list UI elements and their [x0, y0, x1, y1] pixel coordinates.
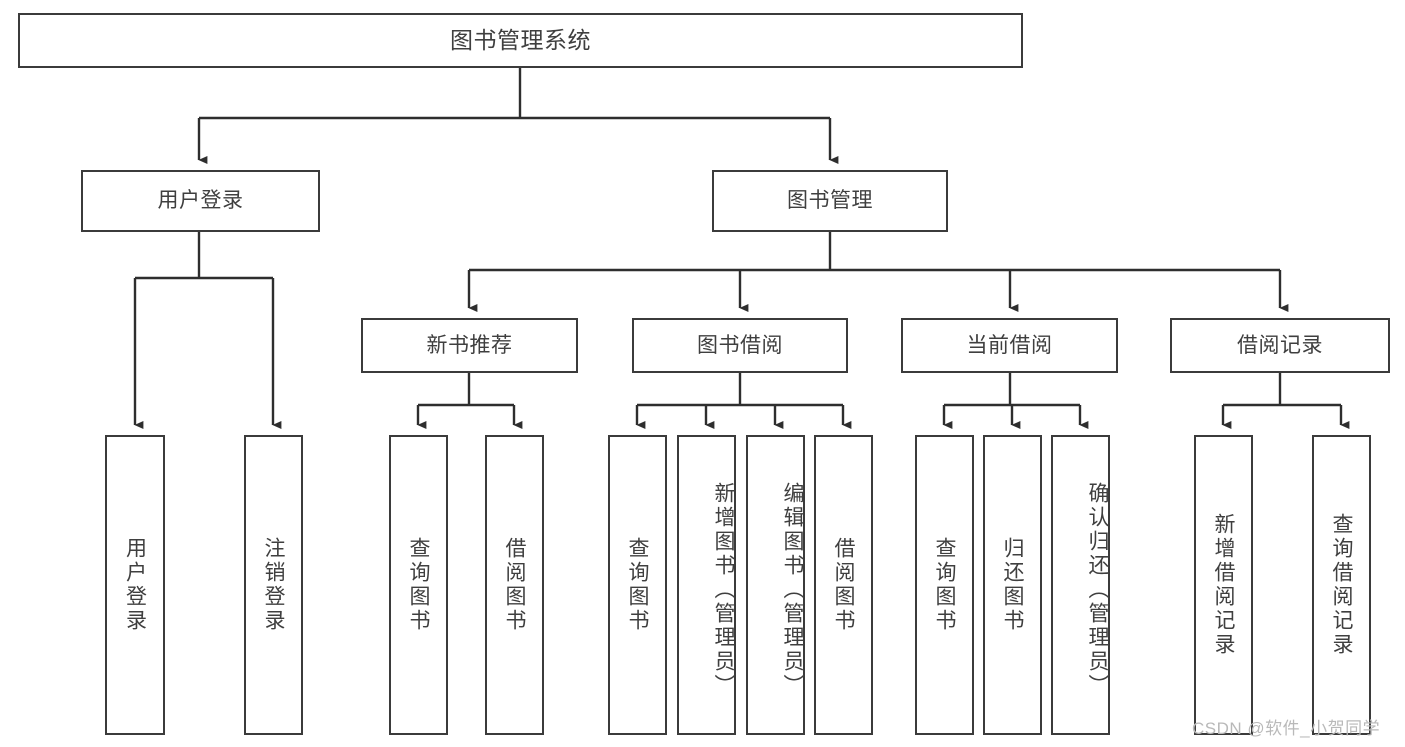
- node-new-book-recommend[interactable]: 新书推荐: [361, 318, 578, 373]
- leaf-user-login-signout[interactable]: 注销登录: [244, 435, 303, 735]
- leaf-book-borrow-query[interactable]: 查询图书: [608, 435, 667, 735]
- leaf-new-book-query[interactable]: 查询图书: [389, 435, 448, 735]
- leaf-borrow-record-query[interactable]: 查询借阅记录: [1312, 435, 1371, 735]
- leaf-current-borrow-confirm-return[interactable]: 确认归还（管理员）: [1051, 435, 1110, 735]
- leaf-current-borrow-return[interactable]: 归还图书: [983, 435, 1042, 735]
- csdn-watermark: CSDN @软件_小贺同学: [1192, 719, 1381, 738]
- node-root-system[interactable]: 图书管理系统: [18, 13, 1023, 68]
- leaf-user-login-signin[interactable]: 用户登录: [105, 435, 165, 735]
- leaf-borrow-record-add[interactable]: 新增借阅记录: [1194, 435, 1253, 735]
- node-current-borrow[interactable]: 当前借阅: [901, 318, 1118, 373]
- node-book-management[interactable]: 图书管理: [712, 170, 948, 232]
- leaf-book-borrow-add[interactable]: 新增图书（管理员）: [677, 435, 736, 735]
- leaf-new-book-borrow[interactable]: 借阅图书: [485, 435, 544, 735]
- leaf-book-borrow-lend[interactable]: 借阅图书: [814, 435, 873, 735]
- node-book-borrow[interactable]: 图书借阅: [632, 318, 848, 373]
- node-user-login[interactable]: 用户登录: [81, 170, 320, 232]
- leaf-current-borrow-query[interactable]: 查询图书: [915, 435, 974, 735]
- node-borrow-record[interactable]: 借阅记录: [1170, 318, 1390, 373]
- leaf-book-borrow-edit[interactable]: 编辑图书（管理员）: [746, 435, 805, 735]
